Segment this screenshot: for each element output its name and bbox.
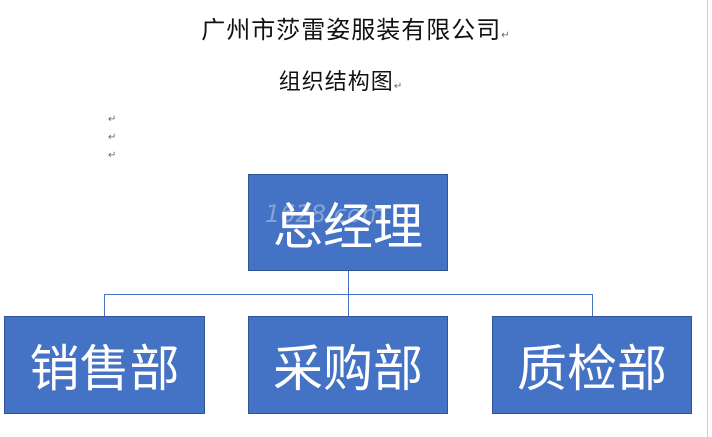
document-title: 广州市莎雷姿服装有限公司↵ <box>0 10 712 45</box>
connector-left <box>104 294 105 316</box>
general-manager-label: 总经理 <box>273 197 423 256</box>
document-title-text: 广州市莎雷姿服装有限公司 <box>201 16 502 44</box>
paragraph-mark: ↵ <box>501 30 511 41</box>
connector-right <box>592 294 593 316</box>
purchasing-department-label: 采购部 <box>273 340 423 398</box>
connector-vertical-top <box>348 271 349 295</box>
empty-line-mark: ↵ <box>108 150 117 161</box>
document-subtitle: 组织结构图↵ <box>0 64 682 96</box>
general-manager-box[interactable]: 总经理 <box>248 174 448 271</box>
paragraph-mark: ↵ <box>393 81 404 92</box>
purchasing-department-box[interactable]: 采购部 <box>248 316 448 414</box>
document-subtitle-text: 组织结构图 <box>278 70 394 95</box>
empty-line-mark: ↵ <box>108 114 117 125</box>
connector-middle <box>348 294 349 316</box>
quality-department-label: 质检部 <box>517 340 667 398</box>
sales-department-box[interactable]: 销售部 <box>4 316 205 414</box>
page-edge <box>707 0 708 437</box>
quality-department-box[interactable]: 质检部 <box>492 316 692 414</box>
empty-line-mark: ↵ <box>108 132 117 143</box>
sales-department-label: 销售部 <box>29 340 180 398</box>
